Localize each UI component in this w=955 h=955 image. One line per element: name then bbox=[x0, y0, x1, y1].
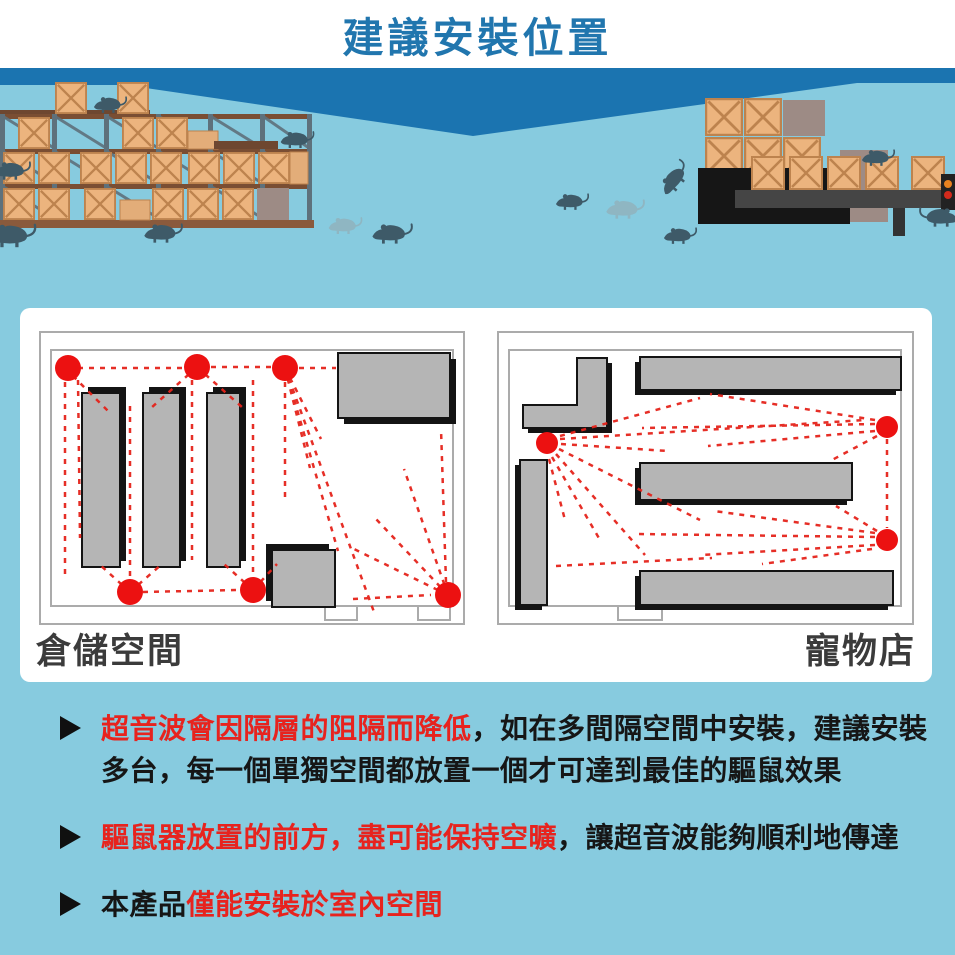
device-dot bbox=[117, 579, 143, 605]
device-dot bbox=[876, 529, 898, 551]
note-segment: 本產品 bbox=[101, 889, 187, 920]
right-triangle-icon bbox=[60, 825, 81, 849]
device-dot bbox=[184, 354, 210, 380]
note-item: 超音波會因隔層的阻隔而降低，如在多間隔空間中安裝，建議安裝多台，每一個單獨空間都… bbox=[60, 708, 935, 792]
banner-wedge-shape bbox=[0, 68, 955, 136]
floorplan-card: 倉儲空間 寵物店 bbox=[20, 308, 932, 682]
ultrasonic-rays bbox=[547, 392, 889, 568]
note-segment: ，讓超音波能夠順利地傳達 bbox=[557, 822, 900, 853]
loading-dock-conveyor bbox=[698, 98, 955, 236]
right-triangle-icon bbox=[60, 716, 81, 740]
hero-illustration bbox=[0, 68, 955, 249]
note-segment: 僅能安裝於室內空間 bbox=[186, 889, 444, 920]
plan-labels: 倉儲空間 寵物店 bbox=[20, 623, 932, 674]
device-dot bbox=[272, 355, 298, 381]
device-dot bbox=[55, 355, 81, 381]
note-segment: 超音波會因隔層的阻隔而降低 bbox=[101, 713, 472, 744]
floorplan-petstore bbox=[497, 331, 914, 625]
note-segment: 驅鼠器放置的前方，盡可能保持空曠 bbox=[101, 822, 558, 853]
device-dot bbox=[536, 432, 558, 454]
ultrasonic-rays bbox=[63, 365, 450, 613]
petstore-label: 寵物店 bbox=[804, 632, 916, 671]
rat-icon bbox=[0, 223, 37, 249]
device-dot bbox=[435, 582, 461, 608]
note-segment: ，如在多間隔空間中安裝，建議安裝多台，每一個單獨空間都放置一個才可達到最佳的驅鼠… bbox=[101, 713, 928, 786]
floorplans bbox=[39, 331, 914, 625]
device-dot bbox=[876, 416, 898, 438]
shelf bbox=[81, 352, 456, 608]
shelf bbox=[515, 356, 902, 610]
floorplan-warehouse bbox=[39, 331, 465, 625]
rat-icon bbox=[371, 223, 413, 245]
note-text: 驅鼠器放置的前方，盡可能保持空曠，讓超音波能夠順利地傳達 bbox=[101, 817, 899, 859]
rat-icon bbox=[919, 207, 955, 228]
rat-icon bbox=[655, 158, 695, 200]
note-text: 超音波會因隔層的阻隔而降低，如在多間隔空間中安裝，建議安裝多台，每一個單獨空間都… bbox=[101, 708, 929, 792]
rat-icon bbox=[555, 193, 590, 211]
device-dot-group bbox=[536, 416, 898, 551]
device-dot-group bbox=[55, 354, 461, 608]
note-item: 驅鼠器放置的前方，盡可能保持空曠，讓超音波能夠順利地傳達 bbox=[60, 817, 935, 859]
device-dot bbox=[240, 577, 266, 603]
page-title: 建議安裝位置 bbox=[342, 15, 613, 61]
rat-icon bbox=[605, 199, 645, 220]
warehouse-label: 倉儲空間 bbox=[36, 632, 185, 671]
rat-icon bbox=[327, 217, 363, 235]
right-triangle-icon bbox=[60, 892, 81, 916]
rat-icon bbox=[663, 227, 698, 245]
hero-banner bbox=[0, 68, 955, 308]
installation-notes: 超音波會因隔層的阻隔而降低，如在多間隔空間中安裝，建議安裝多台，每一個單獨空間都… bbox=[60, 708, 935, 951]
warehouse-rack bbox=[0, 82, 314, 228]
note-text: 本產品僅能安裝於室內空間 bbox=[101, 884, 443, 926]
header: 建議安裝位置 bbox=[0, 0, 955, 68]
crate-icon-group bbox=[3, 82, 309, 221]
note-item: 本產品僅能安裝於室內空間 bbox=[60, 884, 935, 926]
